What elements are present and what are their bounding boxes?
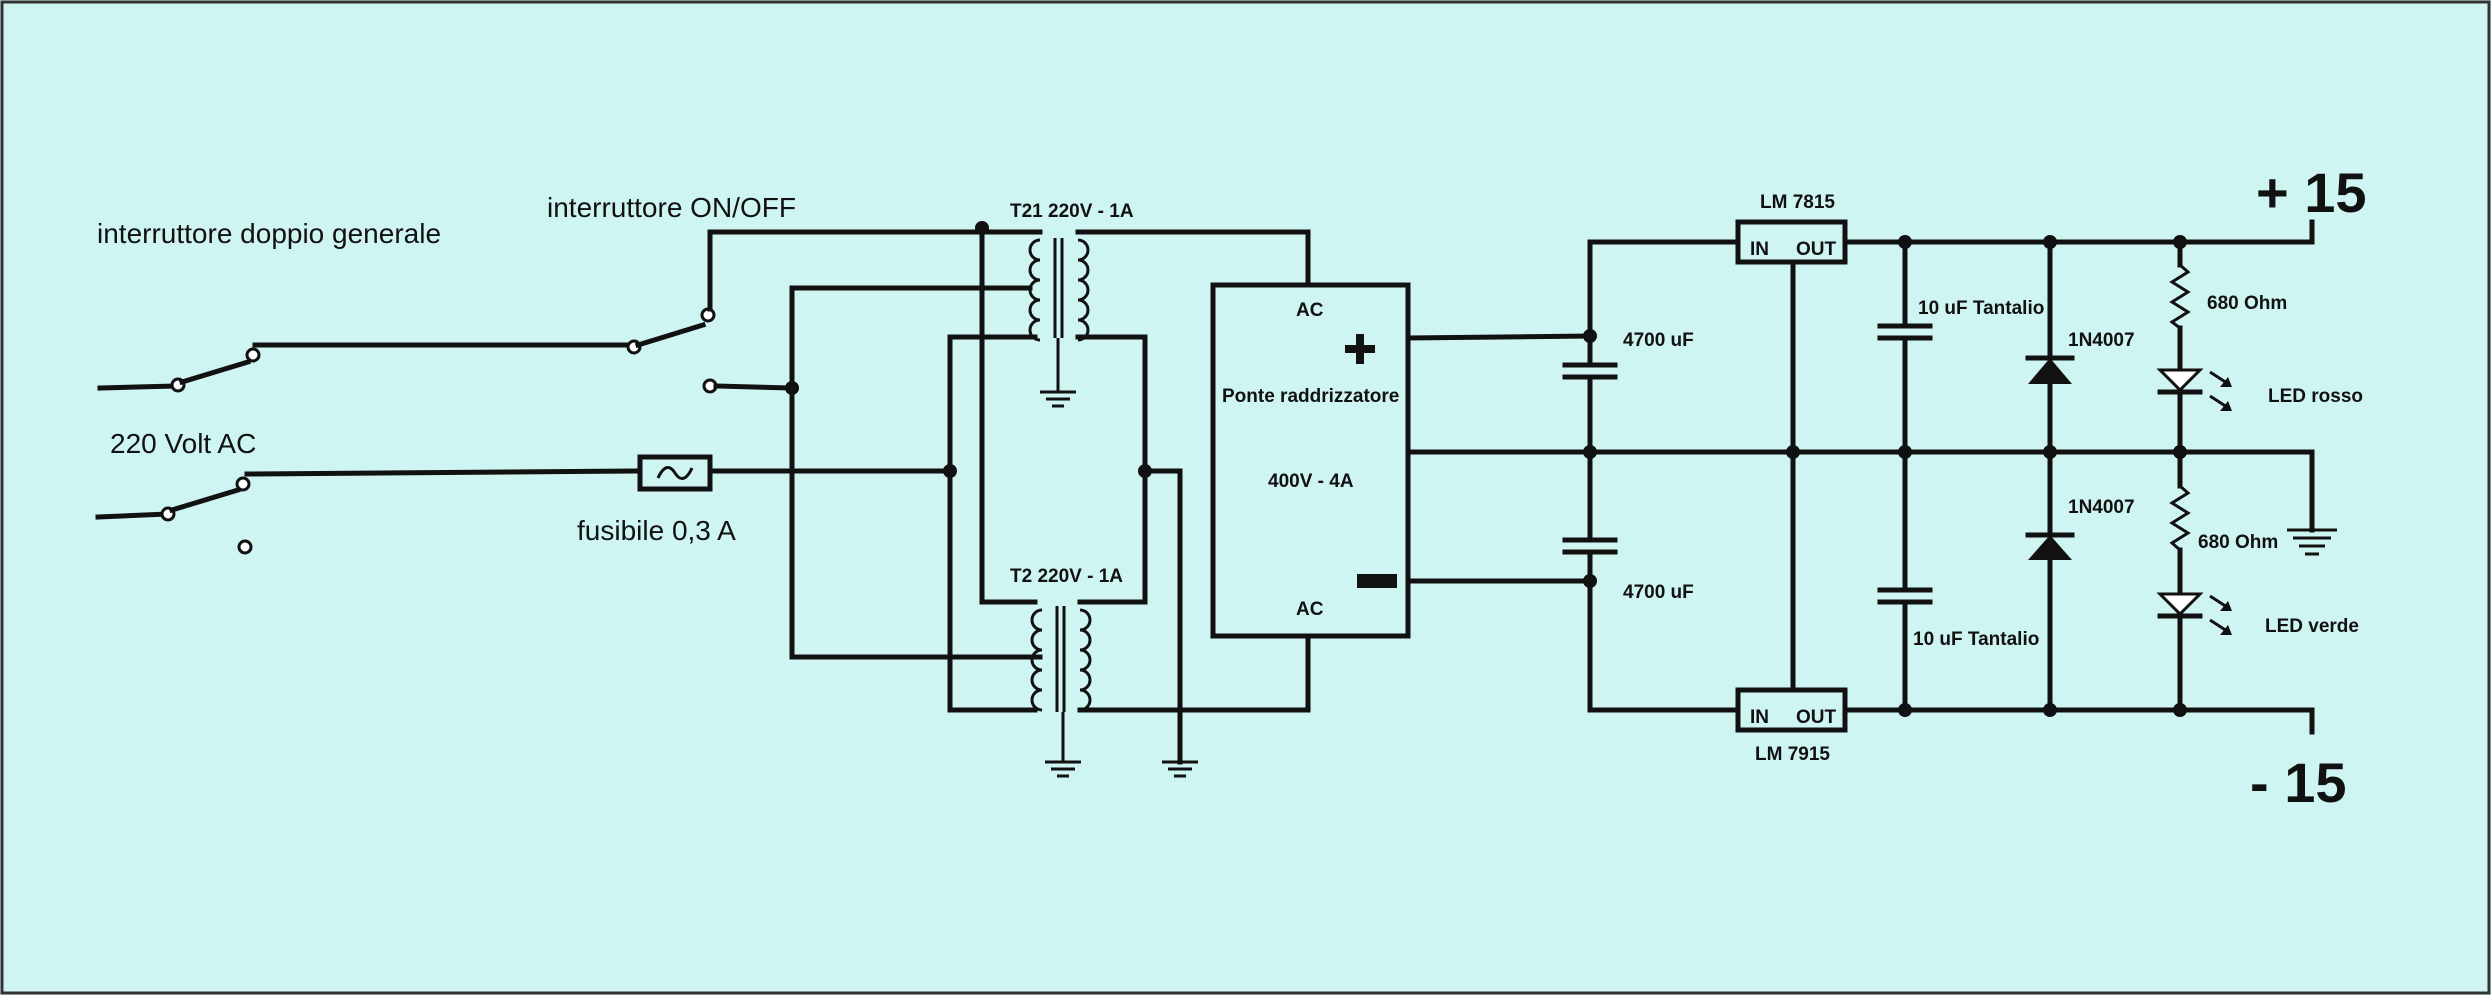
label-out-pos: + 15 — [2256, 161, 2367, 224]
bridge-rectifier — [1210, 282, 2315, 639]
label-reg-neg: LM 7915 — [1755, 744, 1830, 765]
label-bridge-ac-bottom: AC — [1296, 599, 1324, 620]
transformer-t1 — [1028, 229, 1311, 474]
regulator-lm7915 — [1735, 445, 1848, 733]
output-rails — [1587, 219, 2337, 735]
label-bridge-ac-top: AC — [1296, 300, 1324, 321]
tantalum-capacitors — [1877, 235, 1933, 717]
label-led-bottom: LED verde — [2265, 616, 2359, 637]
onoff-switch — [626, 229, 1043, 394]
label-out-neg: - 15 — [2250, 751, 2347, 814]
label-fuse: fusibile 0,3 A — [577, 515, 736, 546]
led-indicators — [2156, 235, 2232, 717]
label-mains: 220 Volt AC — [110, 428, 256, 459]
main-double-switch — [95, 342, 643, 555]
transformer-t2 — [1030, 464, 1311, 778]
label-reg-pos-in: IN — [1750, 239, 1769, 260]
label-onoff: interruttore ON/OFF — [547, 192, 796, 223]
protection-diodes — [2025, 235, 2075, 717]
label-tant-top: 10 uF Tantalio — [1918, 298, 2044, 319]
label-bridge-name: Ponte raddrizzatore — [1222, 386, 1399, 407]
label-reg-pos-out: OUT — [1796, 239, 1837, 260]
filter-capacitors — [1562, 239, 1618, 713]
label-res-bottom: 680 Ohm — [2198, 532, 2278, 553]
fuse — [637, 454, 953, 492]
label-res-top: 680 Ohm — [2207, 293, 2287, 314]
label-led-top: LED rosso — [2268, 386, 2363, 407]
regulator-lm7815 — [1735, 219, 1848, 455]
label-bridge-rating: 400V - 4A — [1268, 471, 1354, 492]
label-t1: T21 220V - 1A — [1010, 201, 1134, 222]
label-cap-top: 4700 uF — [1623, 330, 1694, 351]
label-t2: T2 220V - 1A — [1010, 566, 1123, 587]
label-diode-bottom: 1N4007 — [2068, 497, 2135, 518]
label-diode-top: 1N4007 — [2068, 330, 2135, 351]
label-reg-neg-out: OUT — [1796, 707, 1837, 728]
label-cap-bottom: 4700 uF — [1623, 582, 1694, 603]
label-reg-pos: LM 7815 — [1760, 192, 1835, 213]
label-reg-neg-in: IN — [1750, 707, 1769, 728]
label-main-switch: interruttore doppio generale — [97, 218, 441, 249]
label-tant-bottom: 10 uF Tantalio — [1913, 629, 2039, 650]
primary-wiring — [785, 221, 1043, 713]
